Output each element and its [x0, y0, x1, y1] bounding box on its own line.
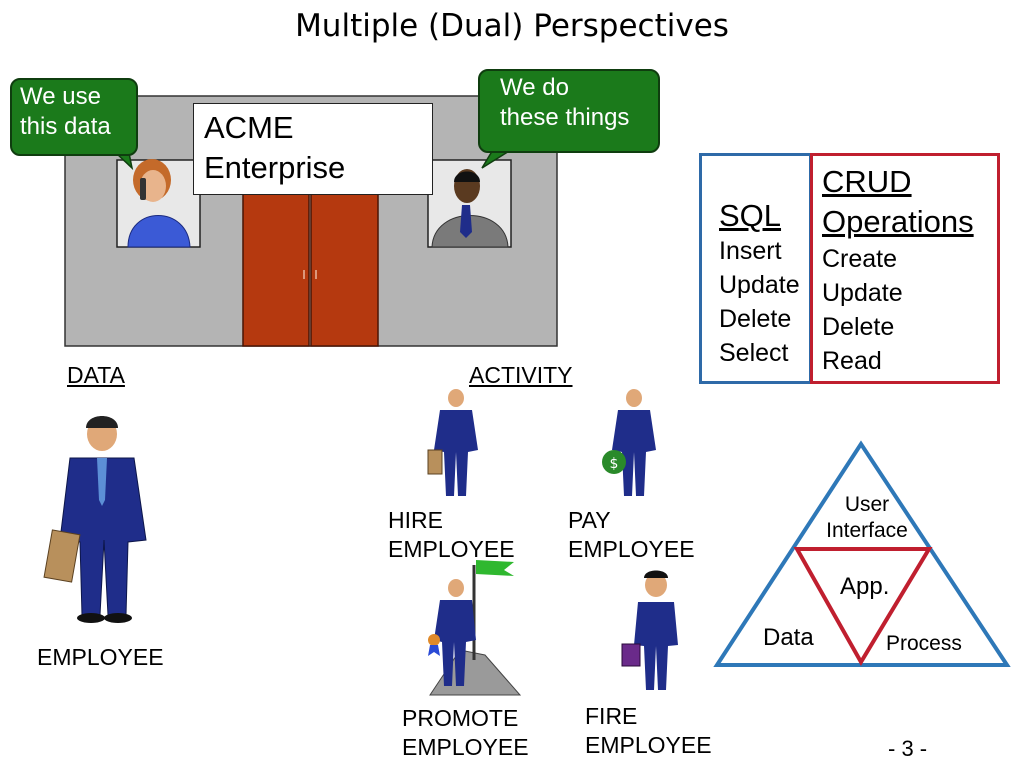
- sql-item: Delete: [719, 305, 792, 333]
- speech-bubble-right: We do these things: [478, 69, 660, 153]
- outer-triangle: [713, 440, 1011, 667]
- hire-line1: HIRE: [388, 507, 443, 533]
- pay-line1: PAY: [568, 507, 611, 533]
- promote-line1: PROMOTE: [402, 705, 519, 731]
- hire-figure: [427, 389, 478, 496]
- triangle-left-label: Data: [763, 624, 814, 651]
- slide-title: Multiple (Dual) Perspectives: [295, 8, 729, 44]
- crud-heading-line2: Operations: [822, 204, 974, 239]
- data-label: DATA: [67, 362, 125, 388]
- crud-list: CRUD Operations Create Update Delete Rea…: [822, 162, 974, 378]
- triangle-center-label: App.: [840, 573, 890, 600]
- triangle-top-label: User Interface: [806, 492, 928, 544]
- pay-employee-label: PAY EMPLOYEE: [568, 506, 695, 564]
- crud-box: [810, 153, 1000, 384]
- employee-figure: [43, 416, 147, 623]
- crud-item: Create: [822, 245, 898, 273]
- acme-line1: ACME: [204, 110, 294, 145]
- triangle-right-label: Process: [886, 632, 962, 655]
- interface-line: Interface: [826, 519, 908, 542]
- sql-item: Update: [719, 271, 800, 299]
- fire-figure: [621, 570, 678, 690]
- crud-item: Update: [822, 279, 903, 307]
- bubble-left-line1: We use: [20, 83, 101, 110]
- bubble-right-line1: We do: [500, 74, 569, 101]
- speech-bubble-left: We use this data: [10, 78, 138, 156]
- pay-figure: $: [602, 389, 656, 496]
- crud-item: Delete: [822, 313, 895, 341]
- page-number: - 3 -: [888, 736, 928, 761]
- employee-label: EMPLOYEE: [37, 644, 164, 670]
- sql-item: Select: [719, 339, 789, 367]
- inner-triangle: [793, 547, 933, 666]
- promote-employee-label: PROMOTE EMPLOYEE: [402, 704, 529, 762]
- man-window: [427, 159, 512, 248]
- svg-text:$: $: [610, 456, 619, 472]
- pay-line2: EMPLOYEE: [568, 536, 695, 562]
- promote-line2: EMPLOYEE: [402, 734, 529, 760]
- acme-line2: Enterprise: [204, 150, 346, 185]
- fire-employee-label: FIRE EMPLOYEE: [585, 702, 712, 760]
- acme-sign: ACME Enterprise: [193, 103, 433, 195]
- fire-line2: EMPLOYEE: [585, 732, 712, 758]
- bubble-right-line2: these things: [500, 104, 630, 131]
- crud-item: Read: [822, 347, 882, 375]
- bubble-left-line2: this data: [20, 113, 111, 140]
- hire-line2: EMPLOYEE: [388, 536, 515, 562]
- fire-line1: FIRE: [585, 703, 638, 729]
- woman-window: [116, 159, 201, 248]
- promote-figure: [428, 560, 522, 696]
- sql-list: SQL Insert Update Delete Select: [719, 196, 800, 370]
- crud-heading-line1: CRUD: [822, 164, 912, 199]
- user-line: User: [844, 493, 890, 516]
- sql-heading: SQL: [719, 198, 782, 233]
- activity-label: ACTIVITY: [469, 362, 573, 388]
- hire-employee-label: HIRE EMPLOYEE: [388, 506, 515, 564]
- sql-item: Insert: [719, 237, 782, 265]
